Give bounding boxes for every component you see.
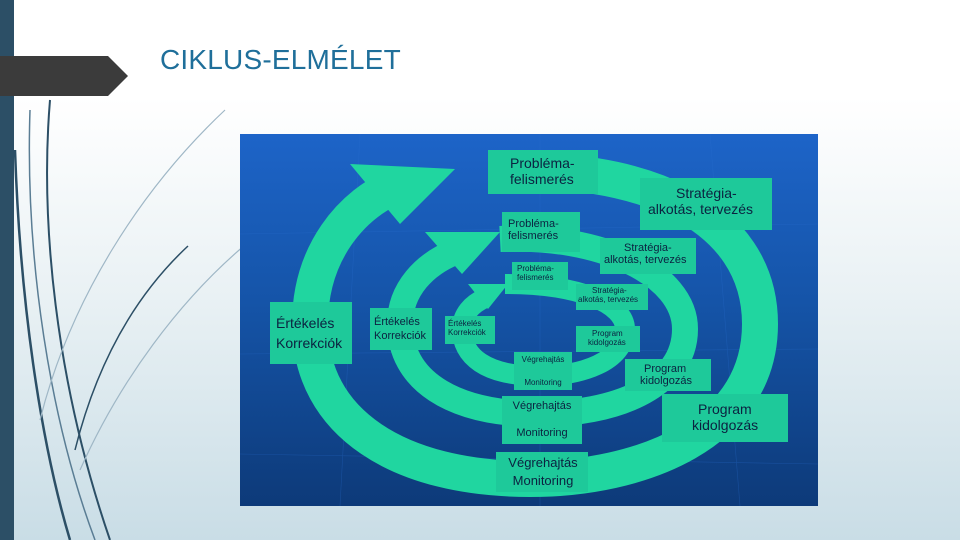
inner-evaluation-box — [445, 316, 495, 344]
middle-problem-box — [502, 212, 580, 252]
inner-program-box — [576, 326, 640, 352]
middle-program-box — [625, 359, 711, 391]
outer-program-box — [662, 394, 788, 442]
outer-strategy-box — [640, 178, 772, 230]
inner-strategy-box — [576, 284, 648, 310]
title-tab-shape — [0, 56, 128, 96]
middle-problem-label: Probléma-felismerés — [508, 218, 559, 243]
middle-strategy-label: Stratégia-alkotás, tervezés — [604, 242, 687, 267]
middle-strategy-box — [600, 238, 696, 274]
inner-strategy-label: Stratégia-alkotás, tervezés — [578, 286, 639, 304]
inner-problem-label: Probléma-felismerés — [517, 264, 554, 282]
inner-problem-box — [512, 262, 568, 290]
middle-arrowhead — [425, 232, 500, 274]
inner-arrowhead — [468, 284, 508, 309]
outer-execution-box — [496, 452, 588, 492]
middle-execution-box — [502, 396, 582, 444]
cycle-graphics — [240, 134, 818, 506]
slide-title: CIKLUS-ELMÉLET — [160, 44, 401, 75]
middle-evaluation-box — [370, 308, 432, 350]
outer-problem-box — [488, 150, 598, 194]
outer-evaluation-box — [270, 302, 352, 364]
outer-arrowhead — [350, 164, 455, 224]
outer-strategy-label: Stratégia-alkotás, tervezés — [648, 185, 754, 217]
left-accent-bar — [0, 0, 14, 540]
cycle-diagram: Probléma-felismerés Stratégia-alkotás, t… — [240, 134, 818, 506]
inner-execution-box — [514, 352, 572, 390]
outer-problem-label: Probléma-felismerés — [510, 155, 575, 187]
decorative-swoosh-lines — [13, 99, 246, 540]
